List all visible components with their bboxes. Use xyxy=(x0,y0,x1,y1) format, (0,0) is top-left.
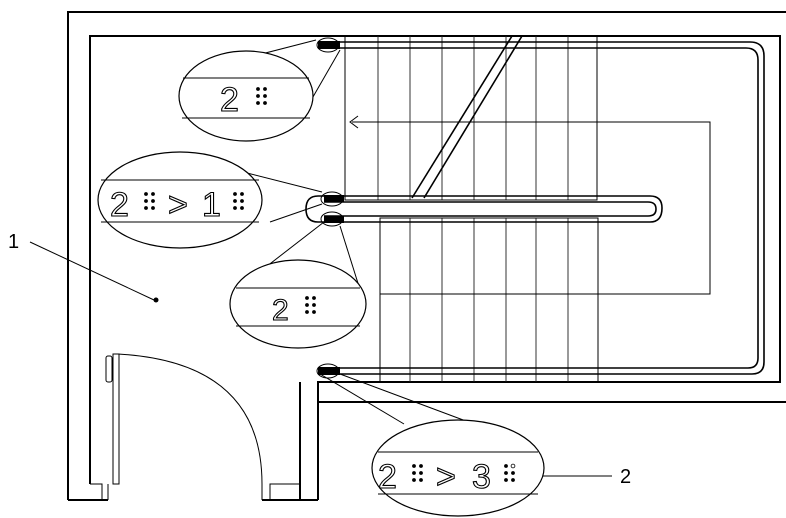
braille-dot xyxy=(144,192,148,196)
callout-top-bubble xyxy=(178,50,314,142)
braille-dot xyxy=(312,303,316,307)
callout-mid-turn: 2 > 1 xyxy=(97,151,263,249)
leader-mid-b xyxy=(269,203,323,223)
plate-top-ring xyxy=(316,37,340,53)
braille-dot xyxy=(151,206,155,210)
direction-path xyxy=(352,121,711,295)
braille-dot xyxy=(233,206,237,210)
braille-dot xyxy=(151,199,155,203)
braille-dot xyxy=(256,101,260,105)
braille-dot xyxy=(144,206,148,210)
diagonal-rail-a xyxy=(411,35,513,199)
braille-dot xyxy=(504,471,508,475)
braille-dot xyxy=(151,192,155,196)
callout-top-digit: 2 xyxy=(220,81,239,119)
direction-arrowhead xyxy=(349,115,359,129)
braille-plates xyxy=(316,37,344,379)
braille-dot xyxy=(412,478,416,482)
label-area-number: 1 xyxy=(8,231,19,253)
braille-dot xyxy=(240,192,244,196)
braille-dot xyxy=(412,471,416,475)
center-handrail-inner xyxy=(324,201,657,217)
upper-stair-flight xyxy=(377,36,569,200)
callout-mid-to-digit: 1 xyxy=(202,186,221,224)
braille-dot xyxy=(263,94,267,98)
braille-dot xyxy=(419,471,423,475)
leader-lower-a xyxy=(261,221,325,271)
callout-bottom-entry: 2 > 3 xyxy=(371,419,545,517)
lower-stair-flight xyxy=(409,218,569,382)
outer-wall xyxy=(67,11,786,500)
upper-flight-outline xyxy=(344,35,598,201)
plate-mid-upper xyxy=(324,195,344,202)
braille-dot xyxy=(240,199,244,203)
lower-flight-outline xyxy=(379,217,599,383)
callout-leaders xyxy=(29,39,612,481)
outer-handrail xyxy=(322,41,765,375)
braille-dot xyxy=(233,199,237,203)
braille-cell-lower xyxy=(305,296,316,314)
callout-mid-lower: 2 xyxy=(229,259,367,349)
braille-dot xyxy=(312,310,316,314)
braille-cell-mid-to xyxy=(233,192,244,210)
outer-handrail-inner xyxy=(322,47,759,369)
door-jamb-left xyxy=(90,483,103,500)
braille-dot xyxy=(504,464,508,468)
plate-mid-upper-ring xyxy=(320,191,344,207)
plate-top xyxy=(318,41,340,49)
braille-cell-bottom-from xyxy=(412,464,423,482)
braille-dot xyxy=(412,464,416,468)
braille-dot xyxy=(233,192,237,196)
callout-top-landing: 2 xyxy=(178,50,314,142)
braille-dot xyxy=(419,478,423,482)
door-leaf xyxy=(112,353,120,485)
door-swing-arc xyxy=(117,353,263,485)
door-handle xyxy=(105,355,113,383)
braille-cell-top xyxy=(256,87,267,105)
plate-mid-lower xyxy=(324,216,344,223)
braille-dot xyxy=(511,478,515,482)
center-handrail xyxy=(305,195,663,223)
plate-mid-lower-ring xyxy=(320,211,344,227)
plate-bottom-ring xyxy=(316,363,340,379)
braille-dot xyxy=(305,310,309,314)
braille-cell-mid-from xyxy=(144,192,155,210)
diagonal-rail-b xyxy=(423,35,523,199)
braille-dot xyxy=(256,94,260,98)
callout-bottom-from-digit: 2 xyxy=(378,458,397,496)
handrails xyxy=(305,35,765,375)
braille-dot xyxy=(504,478,508,482)
braille-dot xyxy=(305,296,309,300)
braille-dot xyxy=(511,471,515,475)
callout-bottom-to-digit: 3 xyxy=(472,458,491,496)
callout-lower-digit: 2 xyxy=(272,294,289,327)
callout-mid-bubble xyxy=(97,151,263,249)
door-jamb-right xyxy=(269,483,300,500)
braille-dot xyxy=(305,303,309,307)
area-point xyxy=(153,297,159,303)
braille-dot xyxy=(240,206,244,210)
label-braille-number: 2 xyxy=(620,466,631,488)
braille-dot xyxy=(256,87,260,91)
plate-bottom xyxy=(318,367,340,375)
door xyxy=(105,353,263,500)
building-walls xyxy=(67,11,786,501)
braille-dot xyxy=(263,87,267,91)
callout-bottom-bubble xyxy=(371,419,545,517)
leader-label-1 xyxy=(29,241,155,301)
stair-outlines xyxy=(344,35,711,383)
braille-dot xyxy=(419,464,423,468)
callout-lower-bubble xyxy=(229,259,367,349)
braille-dot xyxy=(510,463,516,469)
leader-bottom-a xyxy=(319,373,405,425)
braille-dot xyxy=(312,296,316,300)
callout-bottom-arrow: > xyxy=(436,458,456,496)
braille-dot xyxy=(263,101,267,105)
braille-dot xyxy=(144,199,148,203)
braille-cell-bottom-to xyxy=(504,463,516,482)
callout-mid-from-digit: 2 xyxy=(110,186,129,224)
callout-mid-arrow: > xyxy=(168,186,188,224)
